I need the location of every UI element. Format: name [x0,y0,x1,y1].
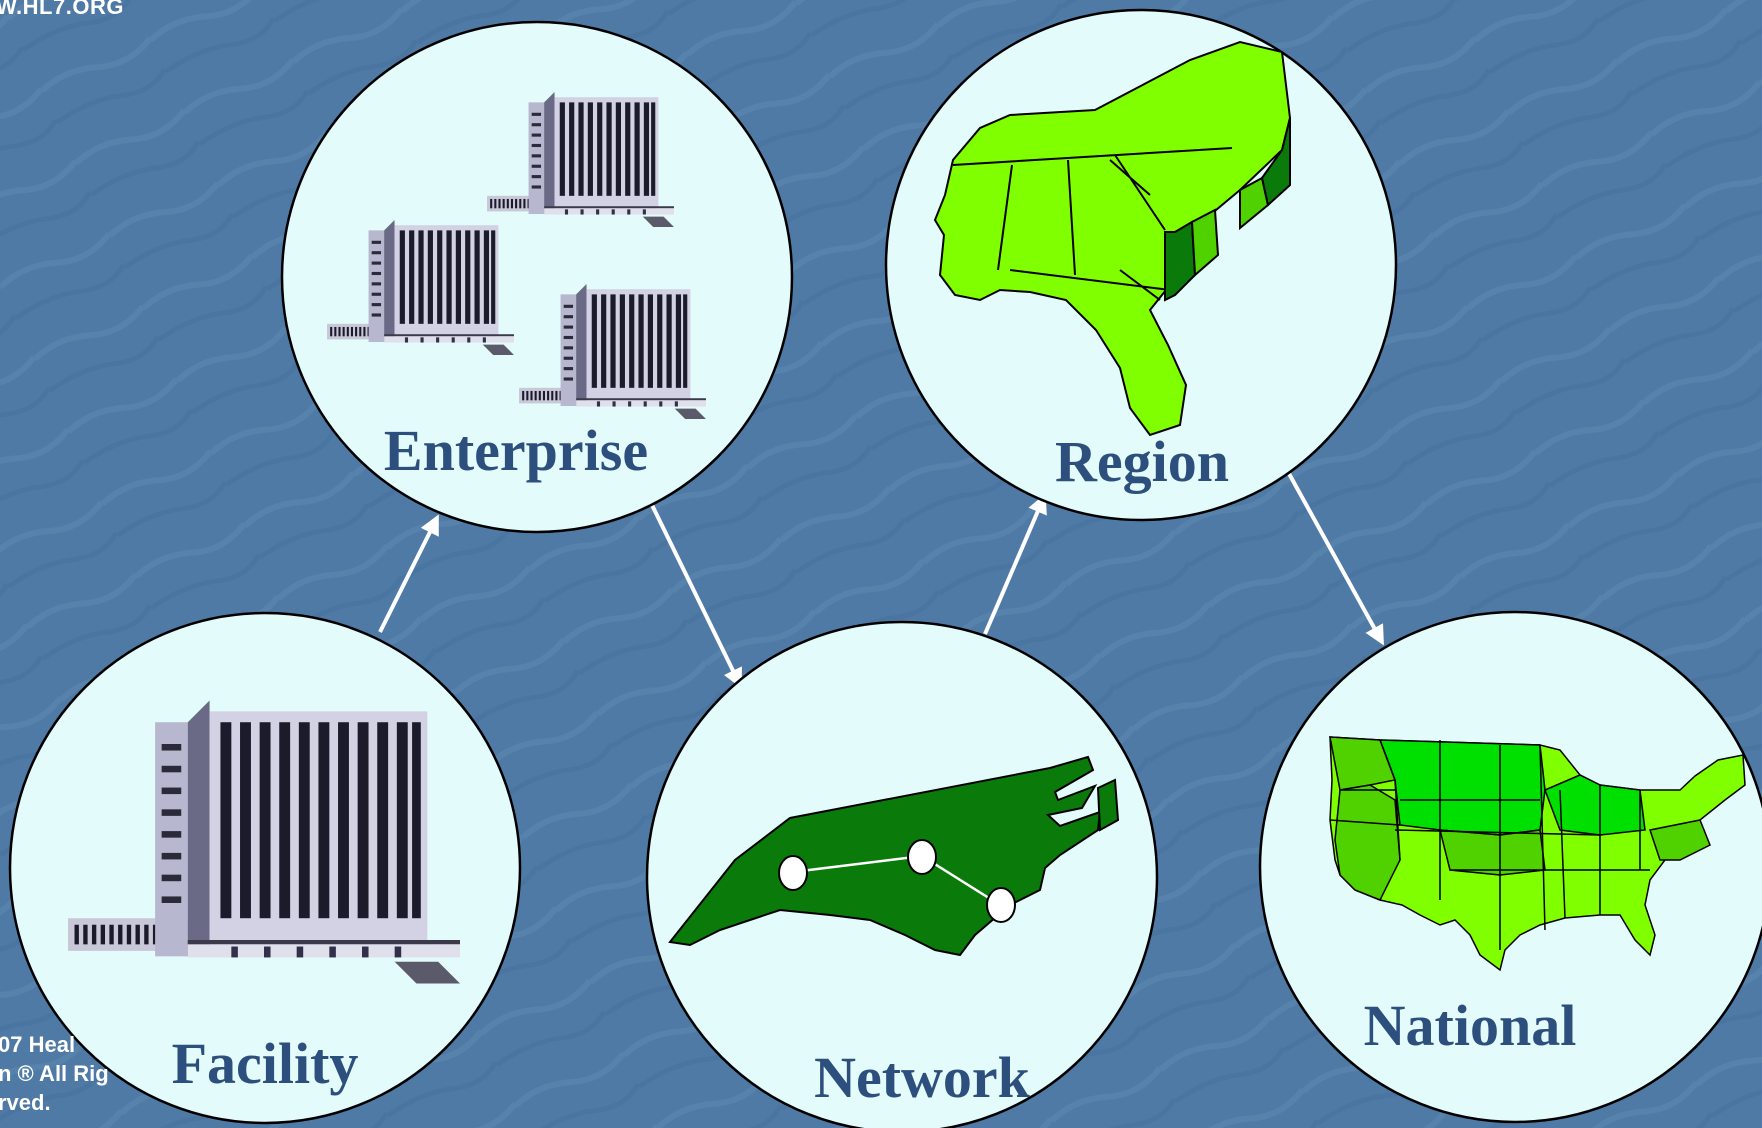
arrow-facility-to-enterprise [378,514,439,633]
national-node [1258,610,1762,1124]
state-network-map-icon [668,755,1120,957]
copyright-line-1: 07 Heal [0,1032,76,1057]
connector-arrows [378,469,1384,689]
network-node-point [907,839,937,875]
network-node-point [778,855,808,891]
copyright-line-3: rved. [0,1090,51,1115]
network-label: Network [814,1045,1031,1110]
arrow-network-to-region [983,493,1047,635]
copyright-line-2: n ® All Rig [0,1061,109,1086]
site-header: W.HL7.ORG [0,0,124,19]
enterprise-label: Enterprise [384,418,648,483]
region-node [884,8,1398,522]
facility-node [8,611,522,1125]
arrow-enterprise-to-network [650,504,742,689]
southeast-map-icon [933,40,1292,437]
arrow-region-to-national [1285,469,1384,646]
facility-label: Facility [172,1031,359,1096]
enterprise-node [280,20,794,534]
region-label: Region [1055,429,1229,494]
usa-map-icon [1329,736,1746,972]
copyright-notice: 07 Heal n ® All Rig rved. [0,1030,158,1117]
network-node [645,620,1159,1128]
network-node-point [986,887,1016,923]
national-label: National [1364,993,1577,1058]
